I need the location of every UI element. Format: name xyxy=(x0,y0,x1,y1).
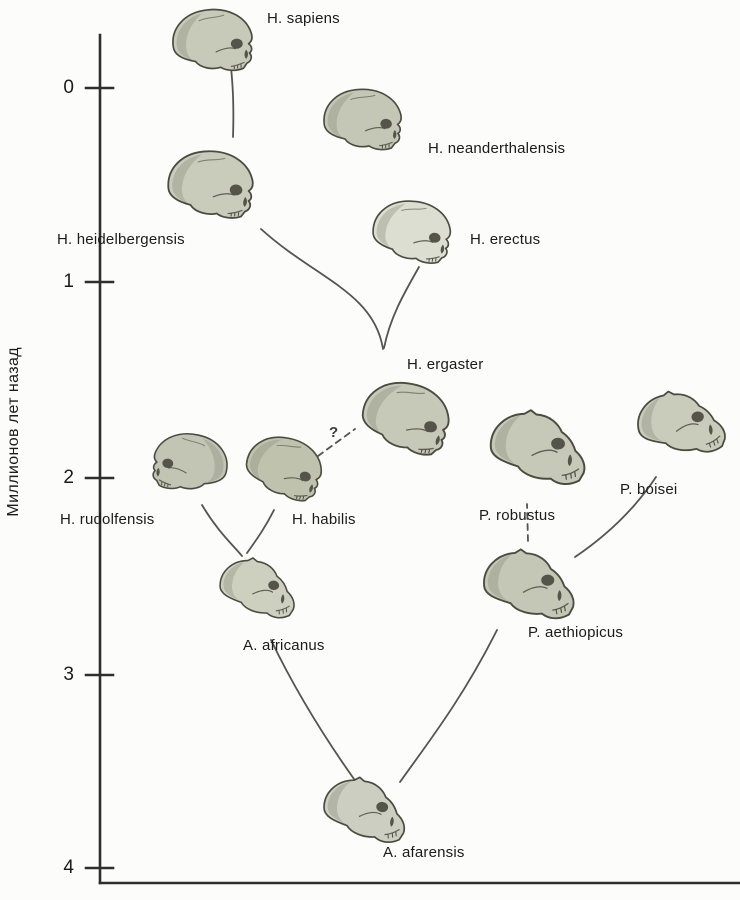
connector-aethiopicus-robustus-uncertain xyxy=(526,503,529,542)
connector-aethiopicus-afarensis xyxy=(399,629,498,783)
tick-label-0: 0 xyxy=(63,77,74,98)
connector-africanus-afarensis xyxy=(270,639,355,780)
tick-label-3: 3 xyxy=(63,664,74,685)
label-h-ergaster: H. ergaster xyxy=(407,356,484,373)
tick-label-2: 2 xyxy=(63,467,74,488)
skull-p-aethiopicus xyxy=(481,547,577,620)
label-a-africanus: A. africanus xyxy=(243,637,325,654)
label-a-afarensis: A. afarensis xyxy=(383,844,465,861)
connector-erectus-ergaster xyxy=(383,266,420,349)
skull-p-boisei xyxy=(633,385,728,460)
skull-h-sapiens xyxy=(172,8,253,72)
label-h-rudolfensis: H. rudolfensis xyxy=(60,511,155,528)
skull-h-rudolfensis xyxy=(150,429,231,496)
connector-habilis-africanus xyxy=(246,509,275,554)
label-p-boisei: P. boisei xyxy=(620,481,678,498)
label-p-robustus: P. robustus xyxy=(479,507,556,524)
connector-aethiopicus-boisei xyxy=(574,476,657,558)
label-h-erectus: H. erectus xyxy=(470,231,541,248)
skull-h-ergaster xyxy=(355,373,457,460)
connector-heidelbergensis-ergaster xyxy=(260,228,384,350)
axis-tick-marks xyxy=(84,86,115,870)
y-axis-title: Миллионов лет назад xyxy=(5,347,22,517)
skull-h-habilis xyxy=(239,427,329,506)
skull-h-erectus xyxy=(368,195,455,267)
label-p-aethiopicus: P. aethiopicus xyxy=(528,624,624,641)
connector-ergaster-habilis-uncertain xyxy=(317,428,356,457)
skull-a-africanus xyxy=(216,553,300,621)
label-h-sapiens: H. sapiens xyxy=(267,10,340,27)
skull-h-heidelbergensis xyxy=(164,146,257,221)
skull-a-afarensis xyxy=(320,773,411,845)
skull-p-robustus xyxy=(487,406,590,487)
label-h-neanderthalensis: H. neanderthalensis xyxy=(428,140,566,157)
skull-h-neanderthalensis xyxy=(321,86,404,152)
label-h-habilis: H. habilis xyxy=(292,511,356,528)
connector-rudolfensis-africanus xyxy=(201,504,243,557)
label-h-heidelbergensis: H. heidelbergensis xyxy=(57,231,185,248)
uncertain-link-question-mark: ? xyxy=(329,424,339,441)
tick-label-1: 1 xyxy=(63,271,74,292)
tick-label-4: 4 xyxy=(63,857,74,878)
